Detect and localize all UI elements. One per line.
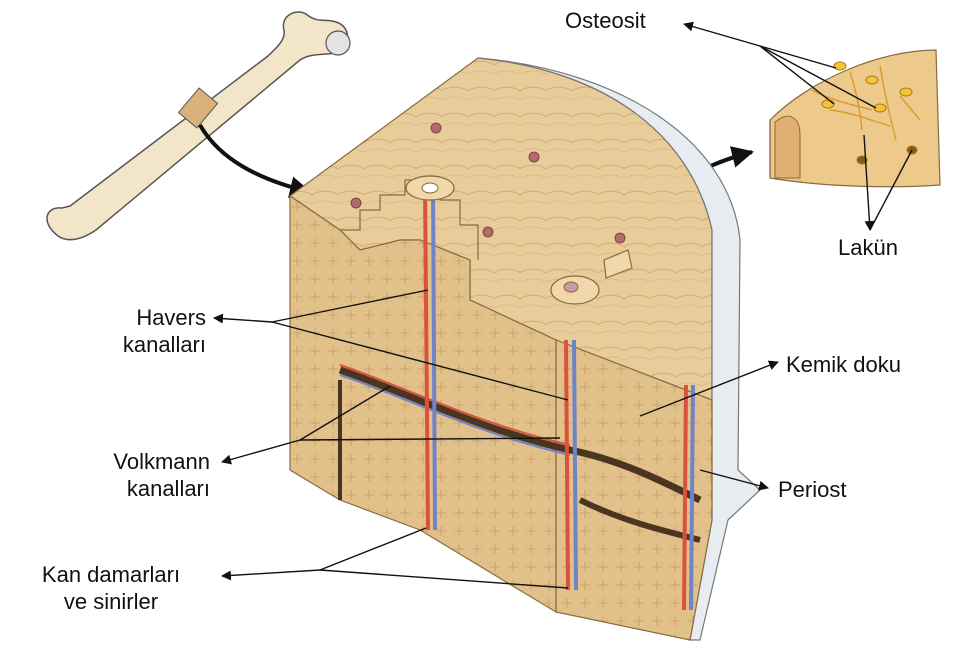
label-volkmann-line2: kanalları [60, 476, 210, 501]
compact-bone-block [290, 58, 760, 640]
label-havers-line1: Havers [90, 305, 206, 330]
label-osteosit: Osteosit [565, 8, 646, 33]
label-kemik-doku: Kemik doku [786, 352, 901, 377]
label-havers-line2: kanalları [90, 332, 206, 357]
label-volkmann-line1: Volkmann [60, 449, 210, 474]
osteocyte-inset [770, 50, 940, 187]
label-kan-line2: ve sinirler [6, 589, 216, 614]
bone-to-section-arrow [200, 125, 310, 192]
label-kan-line1: Kan damarları [6, 562, 216, 587]
label-periost: Periost [778, 477, 846, 502]
label-lakun: Lakün [838, 235, 898, 260]
